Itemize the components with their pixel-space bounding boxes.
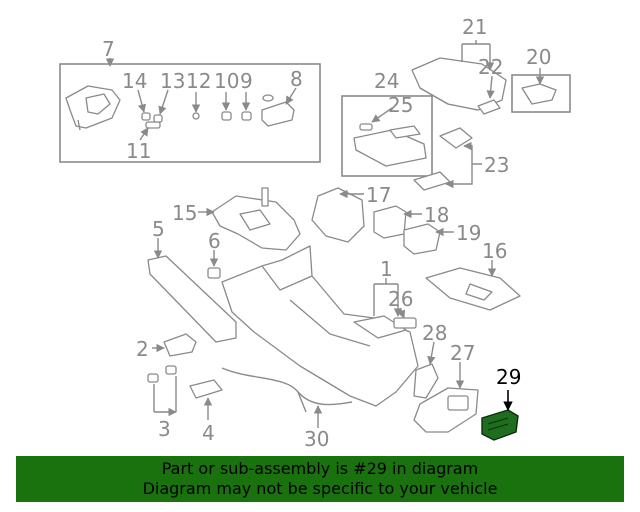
group-box-7: [59, 63, 321, 163]
parts-diagram: 7 14 13 12 10 9 8 11 21 20 22 24 25 23 1…: [59, 15, 571, 451]
callout-13: 13: [160, 69, 185, 93]
callout-15: 15: [172, 201, 197, 225]
part-12-pin: [192, 112, 200, 120]
part-19-cupholder: [403, 223, 441, 255]
callout-18: 18: [424, 203, 449, 227]
callout-1: 1: [380, 257, 393, 281]
callout-2: 2: [136, 337, 149, 361]
leader-lines: [105, 40, 545, 428]
part-1-console-body: [221, 245, 419, 407]
info-banner: Part or sub-assembly is #29 in diagram D…: [16, 456, 624, 502]
part-27-cover: [413, 387, 479, 433]
callout-23: 23: [484, 153, 509, 177]
callout-16: 16: [482, 239, 507, 263]
group-box-24: [341, 95, 433, 177]
callout-8: 8: [290, 67, 303, 91]
callout-5: 5: [152, 217, 165, 241]
part-25-clip: [359, 123, 373, 131]
part-15-shifter-mechanism: [211, 187, 301, 251]
callout-7: 7: [102, 37, 115, 61]
part-18-cupholder: [373, 205, 407, 239]
callout-17: 17: [366, 183, 391, 207]
group-box-20: [511, 74, 571, 113]
part-30-harness: [221, 367, 353, 413]
callout-20: 20: [526, 45, 551, 69]
part-23-hinge: [413, 127, 473, 191]
part-20-bracket: [521, 83, 557, 105]
part-9-clip: [241, 111, 252, 121]
callout-12: 12: [186, 69, 211, 93]
banner-line-1: Part or sub-assembly is #29 in diagram: [161, 459, 479, 478]
callout-26: 26: [388, 287, 413, 311]
part-13-clip: [153, 114, 163, 123]
callout-9: 9: [240, 69, 253, 93]
part-26-switch: [393, 317, 417, 329]
part-22-latch: [477, 99, 501, 115]
part-5-side-panel: [147, 255, 237, 343]
part-6-clip: [207, 267, 221, 279]
part-14-clip: [141, 112, 151, 121]
callout-4: 4: [202, 421, 215, 445]
callout-14: 14: [122, 69, 147, 93]
callout-27: 27: [450, 341, 475, 365]
part-28-bracket: [413, 363, 439, 399]
part-10-clip: [221, 111, 232, 121]
part-16-panel: [425, 267, 521, 311]
part-11-clip: [145, 121, 161, 129]
part-2-bracket: [163, 333, 197, 357]
callout-28: 28: [422, 321, 447, 345]
callout-24: 24: [374, 69, 399, 93]
callout-30: 30: [304, 427, 329, 451]
part-7-bracket: [65, 85, 121, 131]
part-24-lid-assembly: [353, 125, 427, 167]
callout-11: 11: [126, 139, 151, 163]
part-17-bracket: [311, 187, 365, 243]
callout-29: 29: [496, 365, 521, 389]
part-3-clips: [147, 365, 177, 383]
callout-21: 21: [462, 15, 487, 39]
callout-6: 6: [208, 229, 221, 253]
banner-line-2: Diagram may not be specific to your vehi…: [142, 479, 498, 498]
callout-19: 19: [456, 221, 481, 245]
callout-25: 25: [388, 93, 413, 117]
callout-3: 3: [158, 417, 171, 441]
callout-22: 22: [478, 55, 503, 79]
callout-10: 10: [214, 69, 239, 93]
part-29-module-highlighted: [481, 409, 519, 441]
part-4-bracket: [189, 379, 223, 399]
